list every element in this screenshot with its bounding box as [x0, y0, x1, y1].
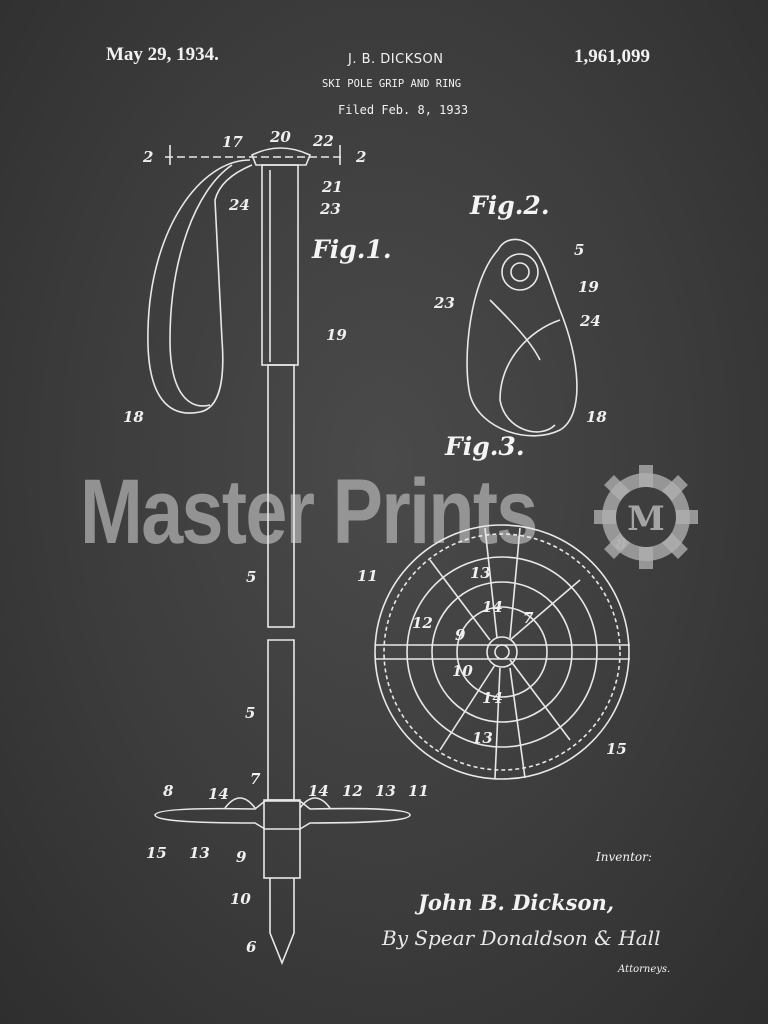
fig1-drawing — [147, 145, 411, 966]
ref-label: 9 — [236, 848, 247, 866]
ref-label: 5 — [574, 241, 584, 259]
patent-title: SKI POLE GRIP AND RING — [322, 78, 462, 90]
ref-label: 14 — [308, 782, 329, 800]
ref-label: 12 — [412, 614, 433, 632]
ref-label: 7 — [523, 609, 534, 627]
fig1-labels: 17 20 22 2 2 21 24 23 19 18 5 5 8 14 7 1… — [123, 128, 429, 956]
ref-label: 6 — [246, 938, 257, 956]
ref-label: 22 — [312, 132, 334, 150]
ref-label: 14 — [208, 785, 229, 803]
ref-label: 18 — [586, 408, 607, 426]
ref-label: 24 — [579, 312, 601, 330]
fig1-title: Fig.1. — [311, 235, 392, 264]
ref-label: 17 — [222, 133, 243, 151]
ref-label: 2 — [355, 148, 366, 166]
ref-label: 5 — [246, 568, 256, 586]
ref-label: 21 — [321, 178, 343, 196]
ref-label: 10 — [452, 662, 473, 680]
watermark-gear-logo: M — [594, 465, 698, 569]
filed-date: Filed Feb. 8, 1933 — [338, 103, 469, 117]
ref-label: 14 — [482, 598, 503, 616]
ref-label: 13 — [189, 844, 210, 862]
patent-number: 1,961,099 — [574, 46, 650, 67]
inventor-caption: Inventor: — [596, 850, 652, 864]
fig2-drawing — [466, 238, 578, 437]
watermark-logo-letter: M — [627, 499, 665, 539]
ref-label: 11 — [357, 567, 378, 585]
ref-label: 2 — [142, 148, 153, 166]
ref-label: 5 — [245, 704, 255, 722]
ref-label: 11 — [408, 782, 429, 800]
ref-label: 20 — [269, 128, 291, 146]
ref-label: 12 — [342, 782, 363, 800]
ref-label: 13 — [470, 564, 491, 582]
ref-label: 10 — [230, 890, 251, 908]
fig2-labels: 5 19 23 24 18 — [433, 241, 607, 426]
ref-label: 13 — [472, 729, 493, 747]
fig3-drawing — [374, 524, 630, 780]
ref-label: 14 — [482, 689, 503, 707]
ref-label: 13 — [375, 782, 396, 800]
fig3-title: Fig.3. — [444, 432, 525, 461]
ref-label: 7 — [250, 770, 261, 788]
ref-label: 19 — [326, 326, 347, 344]
watermark-text: Master Prints — [80, 461, 538, 563]
fig2-title: Fig.2. — [469, 191, 550, 220]
attorney-signature: By Spear Donaldson & Hall — [382, 926, 661, 950]
attorneys-caption: Attorneys. — [618, 964, 671, 975]
ref-label: 18 — [123, 408, 144, 426]
ref-label: 9 — [455, 626, 466, 644]
patent-date: May 29, 1934. — [106, 44, 219, 65]
inventor-name: John B. Dickson, — [418, 890, 615, 915]
ref-label: 23 — [433, 294, 455, 312]
ref-label: 8 — [163, 782, 174, 800]
ref-label: 15 — [146, 844, 167, 862]
ref-label: 19 — [578, 278, 599, 296]
ref-label: 24 — [228, 196, 250, 214]
ref-label: 15 — [606, 740, 627, 758]
inventor-header: J. B. DICKSON — [348, 52, 444, 67]
ref-label: 23 — [319, 200, 341, 218]
